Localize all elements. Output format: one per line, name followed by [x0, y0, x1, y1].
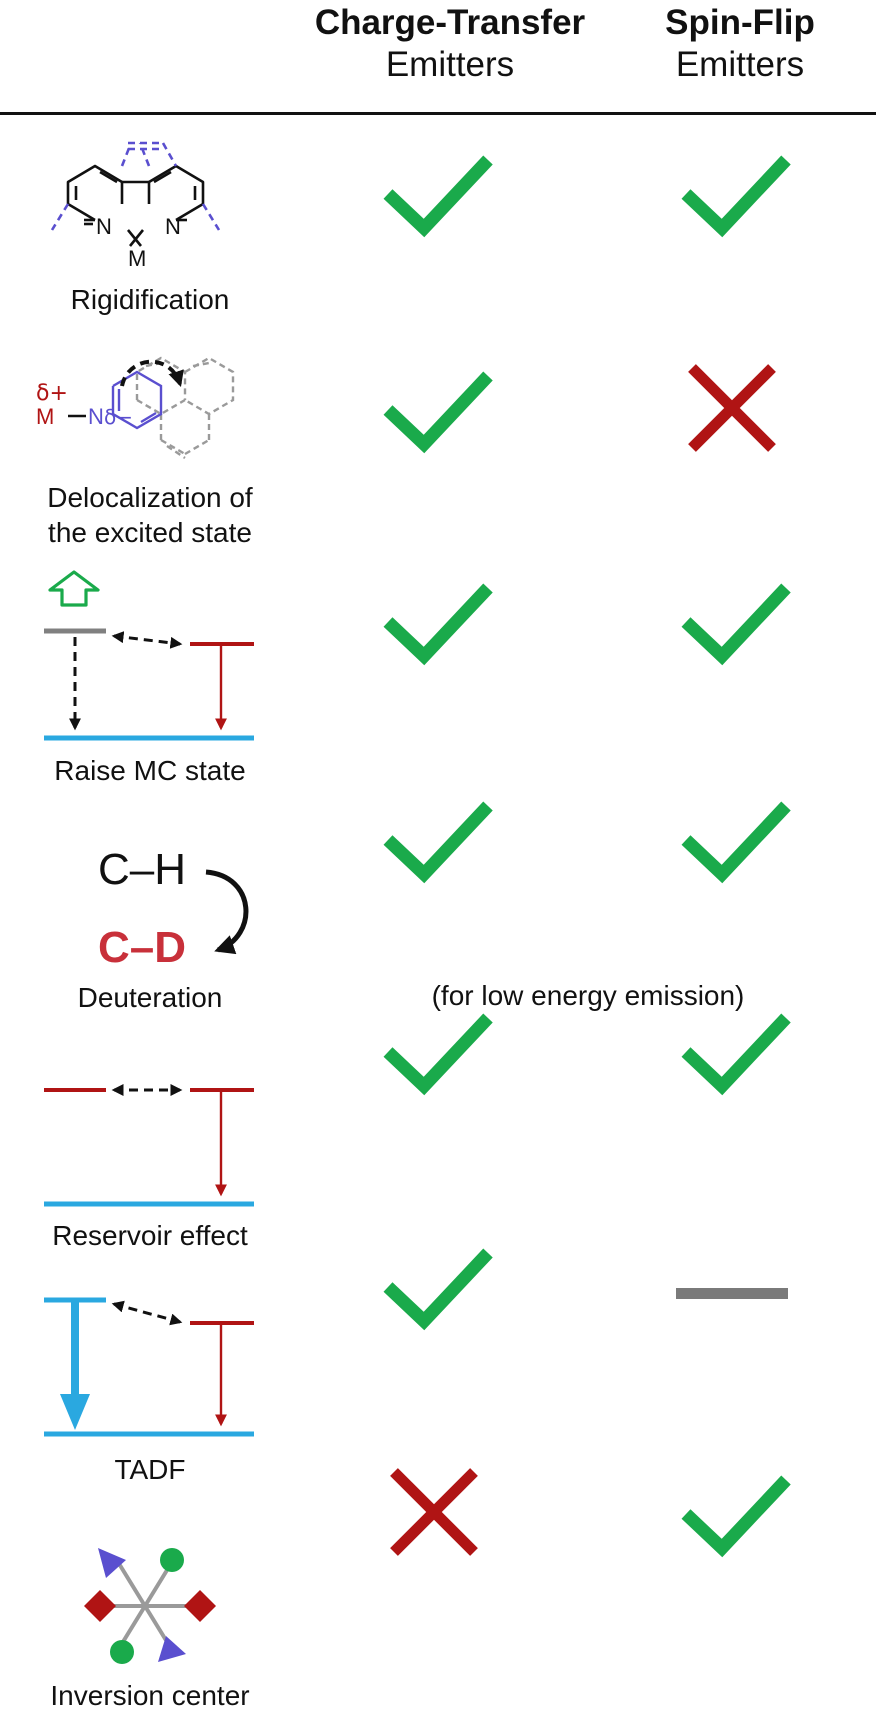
cross-mark-charge-transfer-row7 — [390, 1468, 478, 1556]
dash-mark-spin-flip-row6 — [676, 1288, 788, 1299]
metal-label-row2: M — [36, 404, 54, 429]
diamond-right-icon — [184, 1590, 216, 1622]
check-mark-charge-transfer-row3 — [383, 583, 493, 666]
tadf-emission-arrowhead — [60, 1394, 90, 1430]
label-delocalization-line1: Delocalization of — [47, 482, 253, 513]
label-tadf: TADF — [114, 1454, 186, 1485]
diamond-left-icon — [84, 1590, 116, 1622]
up-arrow-icon — [48, 570, 100, 607]
header-divider — [0, 112, 876, 115]
inversion-center-structure — [84, 1548, 216, 1664]
check-mark-charge-transfer-row2 — [383, 371, 493, 454]
bipy-n-left: N — [96, 214, 112, 239]
cd-bond-label: C–D — [98, 923, 186, 972]
check-mark-spin-flip-row3 — [681, 583, 791, 666]
check-mark-charge-transfer-row6 — [383, 1248, 493, 1331]
bipy-metal: M — [128, 246, 146, 271]
label-inversion-center: Inversion center — [50, 1680, 250, 1711]
tadf-energy-diagram — [44, 1297, 254, 1437]
ball-bottom-icon — [110, 1640, 134, 1664]
deuteration-arrow — [205, 869, 249, 955]
bipy-n-right: N — [165, 214, 181, 239]
ball-top-icon — [160, 1548, 184, 1572]
check-mark-charge-transfer-row4 — [383, 801, 493, 884]
raise-mc-energy-diagram — [44, 570, 254, 741]
reservoir-energy-diagram — [44, 1084, 254, 1207]
label-deuteration: Deuteration — [77, 982, 223, 1013]
check-mark-spin-flip-row4 — [681, 801, 791, 884]
label-delocalization-line2: the excited state — [48, 517, 252, 548]
delta-plus-label: δ+ — [36, 381, 68, 406]
check-mark-charge-transfer-row1 — [383, 155, 493, 238]
label-raise-mc-state: Raise MC state — [54, 755, 246, 786]
header-spin-flip: Spin-Flip Emitters — [620, 2, 860, 86]
header-charge-transfer: Charge-Transfer Emitters — [280, 2, 620, 86]
header-charge-transfer-sub: Emitters — [385, 45, 515, 84]
check-mark-spin-flip-row5 — [681, 1013, 791, 1096]
header-charge-transfer-title: Charge-Transfer — [314, 3, 586, 42]
label-delocalization: Delocalization of the excited state — [0, 480, 300, 550]
pyridine-n-row2: N — [88, 404, 104, 429]
deuteration-note: (for low energy emission) — [431, 980, 745, 1011]
rigidifying-bridge — [50, 141, 221, 231]
check-mark-spin-flip-row1 — [681, 155, 791, 238]
check-mark-spin-flip-row7 — [681, 1475, 791, 1558]
check-mark-charge-transfer-row5 — [383, 1013, 493, 1096]
header-spin-flip-sub: Emitters — [675, 45, 805, 84]
ch-bond-label: C–H — [98, 845, 186, 894]
bipyridine-metal-structure — [66, 164, 205, 247]
triangle-bottom-icon — [158, 1636, 186, 1662]
delta-minus-label: δ− — [104, 405, 133, 429]
triangle-top-icon — [98, 1548, 126, 1578]
label-reservoir-effect: Reservoir effect — [52, 1220, 248, 1251]
result-marks — [383, 155, 791, 1558]
header-spin-flip-title: Spin-Flip — [665, 3, 815, 42]
label-rigidification: Rigidification — [70, 284, 230, 315]
cross-mark-spin-flip-row2 — [688, 364, 776, 452]
